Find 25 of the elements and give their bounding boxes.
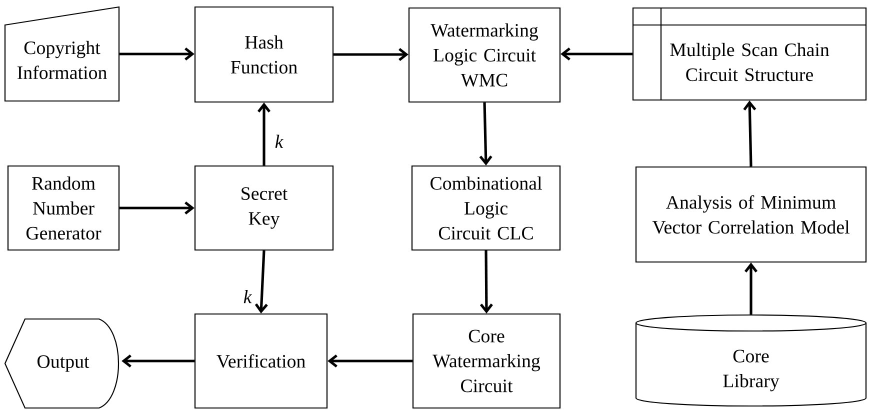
- arrow: [254, 250, 268, 314]
- edge-label: k: [242, 288, 253, 304]
- database-cylinder: Core Library: [635, 314, 867, 407]
- arrow: [122, 354, 194, 368]
- process-box: Combinational Logic Circuit CLC: [411, 165, 561, 251]
- process-box: Hash Function: [194, 6, 334, 103]
- process-box: Verification: [194, 313, 328, 409]
- arrow: [560, 47, 632, 61]
- arrow: [334, 48, 408, 62]
- arrow: [480, 250, 493, 314]
- process-box: Core Watermarking Circuit: [412, 313, 561, 409]
- arrow: [479, 102, 492, 166]
- arrow: [120, 201, 194, 215]
- edge-label: k: [274, 134, 284, 149]
- arrow: [744, 262, 758, 314]
- arrow: [743, 100, 756, 166]
- arrow: [328, 354, 412, 368]
- arrow: [257, 102, 271, 166]
- process-box: Watermarking Logic Circuit WMC: [408, 7, 561, 103]
- storage-box: Multiple Scan Chain Circuit Structure: [632, 7, 867, 101]
- process-box: Analysis of Minimum Vector Correlation Model: [635, 166, 867, 263]
- node-label: Core Library: [723, 350, 780, 392]
- process-box: Secret Key: [194, 165, 334, 251]
- process-box: Random Number Generator: [7, 165, 120, 251]
- arrow: [120, 47, 194, 61]
